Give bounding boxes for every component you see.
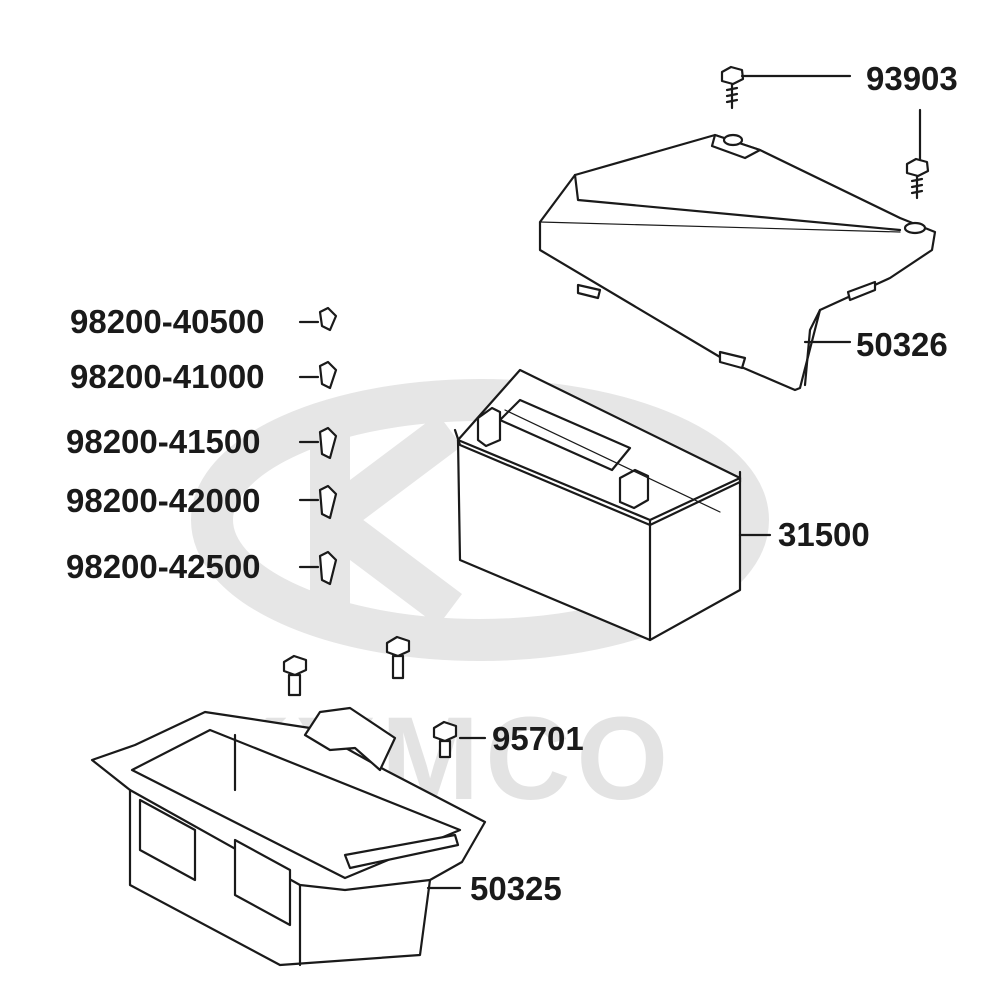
bolt-95701: [432, 720, 458, 759]
fuse-98200-40500: [318, 306, 338, 332]
label-93903: 93903: [866, 60, 958, 97]
battery-cover-50326: [538, 133, 937, 392]
fuse-98200-41500: [318, 426, 338, 460]
label-98200-42000: 98200-42000: [66, 482, 261, 519]
screw-93903-left: [720, 65, 745, 110]
label-31500: 31500: [778, 516, 870, 553]
label-98200-42500: 98200-42500: [66, 548, 261, 585]
label-50326: 50326: [856, 326, 948, 363]
battery-31500: [453, 368, 742, 642]
screw-93903-right: [905, 157, 930, 200]
watermark-outer-ring: [191, 379, 769, 661]
label-98200-41000: 98200-41000: [70, 358, 265, 395]
label-95701: 95701: [492, 720, 584, 757]
bolt-left: [282, 654, 308, 697]
label-50325: 50325: [470, 870, 562, 907]
label-98200-40500: 98200-40500: [70, 303, 265, 340]
fuse-98200-42500: [318, 550, 338, 586]
bolt-center: [385, 635, 411, 680]
label-98200-41500: 98200-41500: [66, 423, 261, 460]
fuse-98200-41000: [318, 360, 338, 390]
fuse-98200-42000: [318, 484, 338, 520]
battery-box-50325: [90, 706, 487, 967]
